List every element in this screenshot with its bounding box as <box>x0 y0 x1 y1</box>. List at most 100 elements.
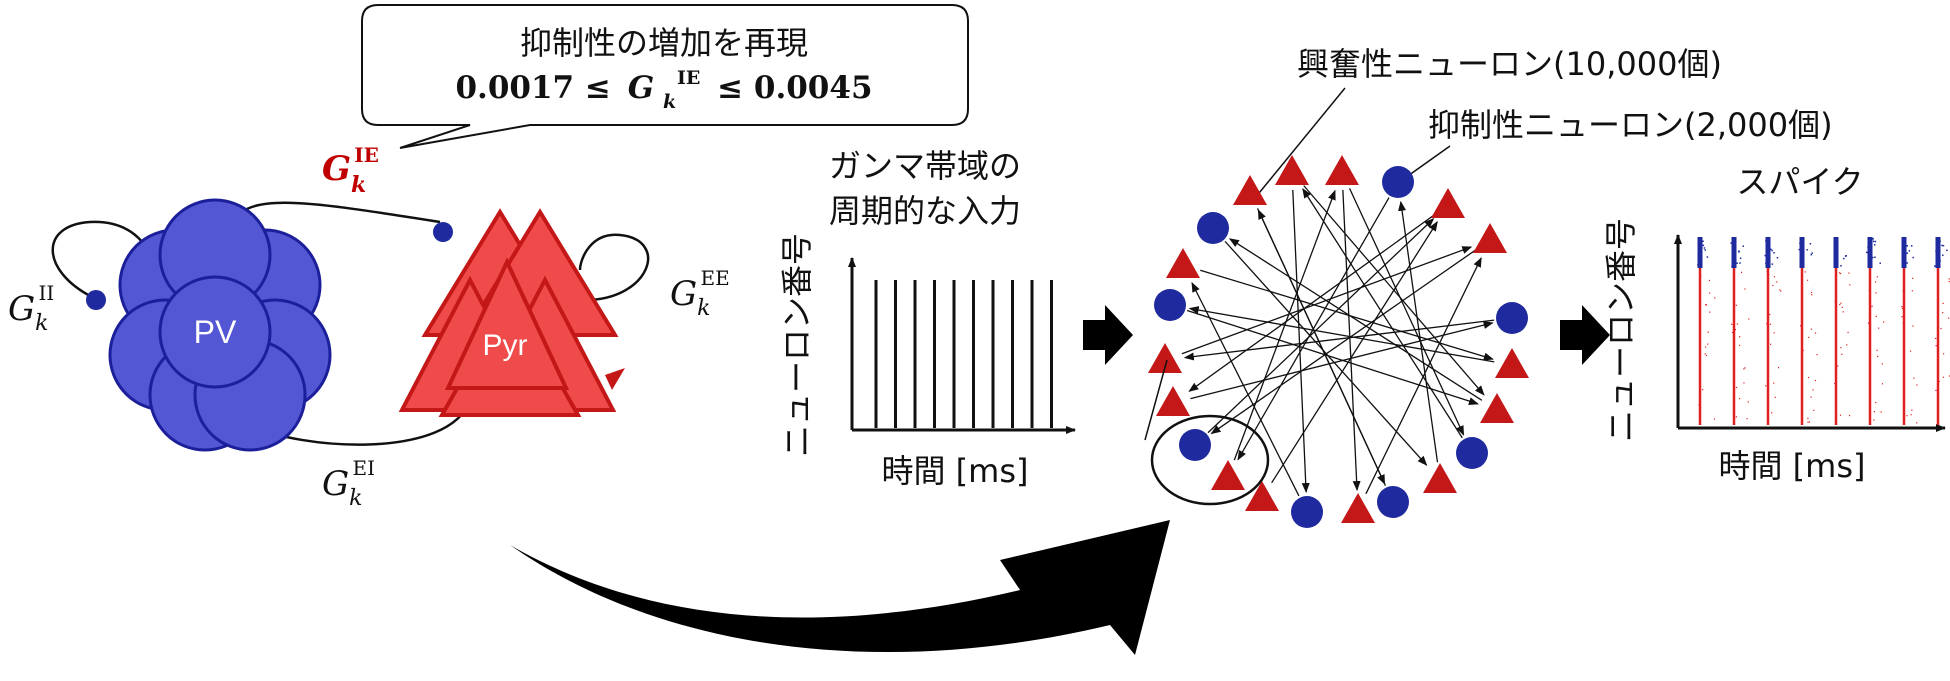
raster-exc-spike <box>1707 343 1709 345</box>
raster-exc-spike <box>1942 302 1944 305</box>
raster-inh-spike <box>1771 249 1773 252</box>
raster-exc-spike <box>1902 307 1904 310</box>
raster-inh-spike <box>1874 256 1876 259</box>
raster-xlabel: 時間 [ms] <box>1719 447 1866 485</box>
raster-inh-spike <box>1836 242 1838 244</box>
raster-exc-spike <box>1846 344 1848 346</box>
raster-exc-spike <box>1714 297 1716 299</box>
raster-exc-spike <box>1738 397 1741 400</box>
raster-spikes <box>1697 237 1950 425</box>
inhibitory-neuron <box>1154 289 1186 321</box>
pyr-cluster <box>398 208 619 417</box>
ii-synapse-dot <box>86 290 106 310</box>
excitatory-neuron <box>1211 460 1245 490</box>
raster-exc-spike <box>1916 384 1918 386</box>
raster-inh-spike <box>1866 251 1868 254</box>
raster-exc-spike <box>1705 304 1707 306</box>
raster-inh-spike <box>1739 262 1741 264</box>
raster-exc-spike <box>1903 319 1905 321</box>
raster-exc-spike <box>1799 325 1802 327</box>
raster-inh-spike <box>1936 260 1938 262</box>
raster-inh-spike <box>1802 263 1804 265</box>
raster-exc-spike <box>1708 279 1711 282</box>
network-edge <box>1188 306 1495 363</box>
raster-inh-spike <box>1872 256 1874 259</box>
raster-exc-spike <box>1810 291 1813 294</box>
raster-exc-spike <box>1700 420 1702 422</box>
raster-exc-spike <box>1769 323 1772 325</box>
raster-exc-spike <box>1875 315 1877 318</box>
raster-inh-spike <box>1934 265 1936 267</box>
raster-inh-spike <box>1901 247 1904 249</box>
raster-exc-spike <box>1835 380 1837 383</box>
raster-inh-spike <box>1873 244 1876 246</box>
inhibitory-label: 抑制性ニューロン(2,000個) <box>1428 106 1833 144</box>
pv-center-cell <box>158 275 272 389</box>
raster-exc-spike <box>1807 421 1809 423</box>
excitatory-neuron <box>1275 155 1309 185</box>
raster-inh-spike <box>1874 240 1877 243</box>
excitatory-neuron <box>1495 348 1529 378</box>
raster-exc-spike <box>1840 347 1842 349</box>
raster-exc-spike <box>1841 353 1843 355</box>
raster-inh-spike <box>1942 254 1944 257</box>
network-edge <box>1186 309 1479 405</box>
raster-exc-spike <box>1948 317 1950 319</box>
raster-inh-spike <box>1867 246 1869 249</box>
raster-inh-spike <box>1840 265 1842 267</box>
raster-exc-spike <box>1847 331 1849 334</box>
raster-inh-spike <box>1738 250 1740 252</box>
raster-exc-spike <box>1698 404 1700 406</box>
excitatory-neuron <box>1233 175 1267 205</box>
raster-inh-spike <box>1798 248 1800 251</box>
raster-title: スパイク <box>1736 163 1863 201</box>
raster-exc-spike <box>1713 418 1716 420</box>
network-diagram: 興奮性ニューロン(10,000個) 抑制性ニューロン(2,000個) <box>1144 45 1833 528</box>
raster-inh-spike <box>1809 242 1812 245</box>
raster-inh-spike <box>1811 252 1813 254</box>
raster-exc-spike <box>1776 281 1778 283</box>
highlight-pair-ellipse <box>1150 414 1270 506</box>
raster-exc-spike <box>1935 389 1937 392</box>
raster-inh-spike <box>1801 258 1803 261</box>
raster-inh-spike <box>1766 246 1769 249</box>
raster-exc-spike <box>1806 279 1809 281</box>
raster-exc-spike <box>1848 272 1850 274</box>
raster-exc-spike <box>1736 323 1739 325</box>
raster-exc-spike <box>1816 354 1818 356</box>
raster-exc-spike <box>1873 419 1875 421</box>
pv-label: PV <box>194 314 237 350</box>
raster-inh-spike <box>1910 245 1913 247</box>
excitatory-neuron <box>1148 343 1182 373</box>
input-xlabel: 時間 [ms] <box>882 452 1029 490</box>
raster-exc-spike <box>1938 380 1940 383</box>
raster-inh-spike <box>1733 261 1735 263</box>
network-edges <box>1181 185 1495 497</box>
g-ie-label: GkIE <box>322 143 379 198</box>
raster-exc-spike <box>1743 368 1745 370</box>
input-spike-train <box>874 280 1053 428</box>
raster-inh-spike <box>1946 249 1948 252</box>
excitatory-neuron <box>1431 188 1465 218</box>
raster-exc-spike <box>1848 414 1851 417</box>
raster-inh-spike <box>1939 240 1941 243</box>
input-title-line2: 周期的な入力 <box>829 192 1021 230</box>
raster-inh-spike <box>1773 251 1775 254</box>
raster-exc-spike <box>1810 328 1812 330</box>
raster-exc-spike <box>1839 303 1841 306</box>
raster-exc-spike <box>1709 292 1711 294</box>
raster-exc-spike <box>1911 409 1913 411</box>
raster-exc-spike <box>1913 377 1915 379</box>
raster-exc-spike <box>1876 276 1878 278</box>
raster-exc-spike <box>1747 401 1749 403</box>
excitatory-neuron <box>1473 223 1507 253</box>
raster-inh-spike <box>1703 247 1706 249</box>
raster-inh-spike <box>1872 238 1874 240</box>
raster-exc-spike <box>1808 336 1810 339</box>
raster-inh-spike <box>1706 256 1709 258</box>
raster-exc-spike <box>1936 338 1939 340</box>
excitatory-neuron <box>1166 248 1200 278</box>
excitatory-neuron <box>1480 393 1514 423</box>
raster-exc-spike <box>1873 410 1875 413</box>
